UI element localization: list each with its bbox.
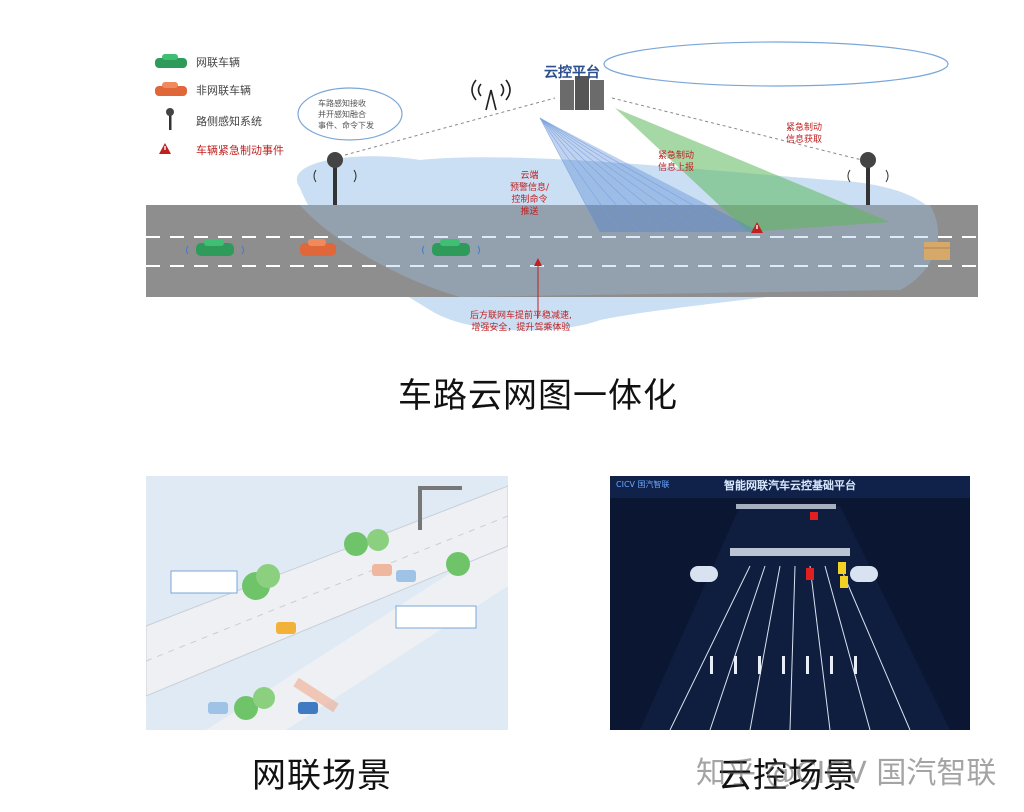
car-icon bbox=[208, 702, 228, 714]
intersection-illustration bbox=[146, 485, 508, 730]
left-caption: 网联场景 bbox=[252, 756, 392, 796]
roadside-unit-right-icon bbox=[847, 152, 889, 205]
car-icon bbox=[396, 570, 416, 582]
legend-item: 非网联车辆 bbox=[152, 78, 251, 102]
emergency-brake-get-note: 紧急制动 信息获取 bbox=[786, 123, 823, 145]
roadside-info-bubble bbox=[297, 87, 403, 141]
emergency-report-beam bbox=[615, 108, 890, 232]
dashboard-logo: CICV 国汽智联 bbox=[616, 480, 670, 489]
tree-icon bbox=[234, 687, 275, 720]
tree-icon bbox=[446, 552, 470, 576]
vehicle-road-cloud-diagram bbox=[146, 41, 978, 331]
legend-warning-icon bbox=[159, 143, 171, 154]
bubble-line: 车路感知接收 bbox=[318, 99, 366, 108]
cloud-server-icon bbox=[560, 76, 604, 110]
lane-arrow-icons bbox=[710, 656, 857, 674]
cloud-info-bubble bbox=[603, 41, 949, 87]
tree-icon bbox=[242, 564, 280, 600]
bubble-line: 事件、命令下发 bbox=[318, 121, 374, 130]
cloud-platform-title: 云控平台 bbox=[544, 65, 600, 81]
connected-car-icon bbox=[186, 239, 244, 256]
car-icon bbox=[276, 622, 296, 634]
legend-label: 网联车辆 bbox=[196, 56, 240, 69]
gantry-icon bbox=[418, 486, 462, 530]
legend-item: 车辆紧急制动事件 bbox=[152, 138, 284, 162]
vehicle-markers bbox=[806, 512, 848, 588]
top-caption: 车路云网图一体化 bbox=[398, 376, 678, 416]
orange-car-icon bbox=[155, 82, 187, 96]
car-icon bbox=[298, 702, 318, 714]
roadside-unit-left-icon bbox=[313, 152, 357, 205]
emergency-brake-report-note: 紧急制动 信息上报 bbox=[658, 151, 695, 173]
legend-label: 路侧感知系统 bbox=[196, 115, 262, 128]
connected-car-icon bbox=[422, 239, 480, 256]
legend-label: 非网联车辆 bbox=[196, 84, 251, 97]
non-connected-car-icon bbox=[300, 239, 336, 256]
dashboard-road-render bbox=[610, 476, 970, 730]
roadside-sensor-icon bbox=[166, 108, 174, 130]
antenna-icon bbox=[471, 79, 511, 111]
roadside-bubble-text: 车路感知接收 并开感知融合 事件、命令下发 bbox=[318, 98, 374, 131]
tree-icon bbox=[344, 529, 389, 556]
rear-vehicle-note: 后方联网车提前平稳减速, 增强安全，提升驾乘体验 bbox=[470, 311, 572, 333]
watermark: 知乎 @CICV 国汽智联 bbox=[696, 756, 997, 791]
connected-scenario-image bbox=[146, 476, 508, 730]
dashboard-title: 智能网联汽车云控基础平台 bbox=[724, 479, 856, 492]
cargo-box-icon bbox=[924, 242, 950, 260]
warning-triangle-icon bbox=[751, 222, 763, 233]
bubble-line: 并开感知融合 bbox=[318, 110, 366, 119]
cloud-push-beam bbox=[540, 118, 760, 232]
car-icon bbox=[372, 564, 392, 576]
right-caption: 云控场景 bbox=[718, 756, 858, 796]
green-car-icon bbox=[155, 54, 187, 68]
cloud-warning-note: 云端 预警信息/ 控制命令 推送 bbox=[510, 171, 550, 217]
legend-item: 路侧感知系统 bbox=[152, 109, 262, 133]
legend-item: 网联车辆 bbox=[152, 50, 240, 74]
legend-label: 车辆紧急制动事件 bbox=[196, 144, 284, 157]
cloud-control-dashboard-image bbox=[610, 476, 970, 730]
